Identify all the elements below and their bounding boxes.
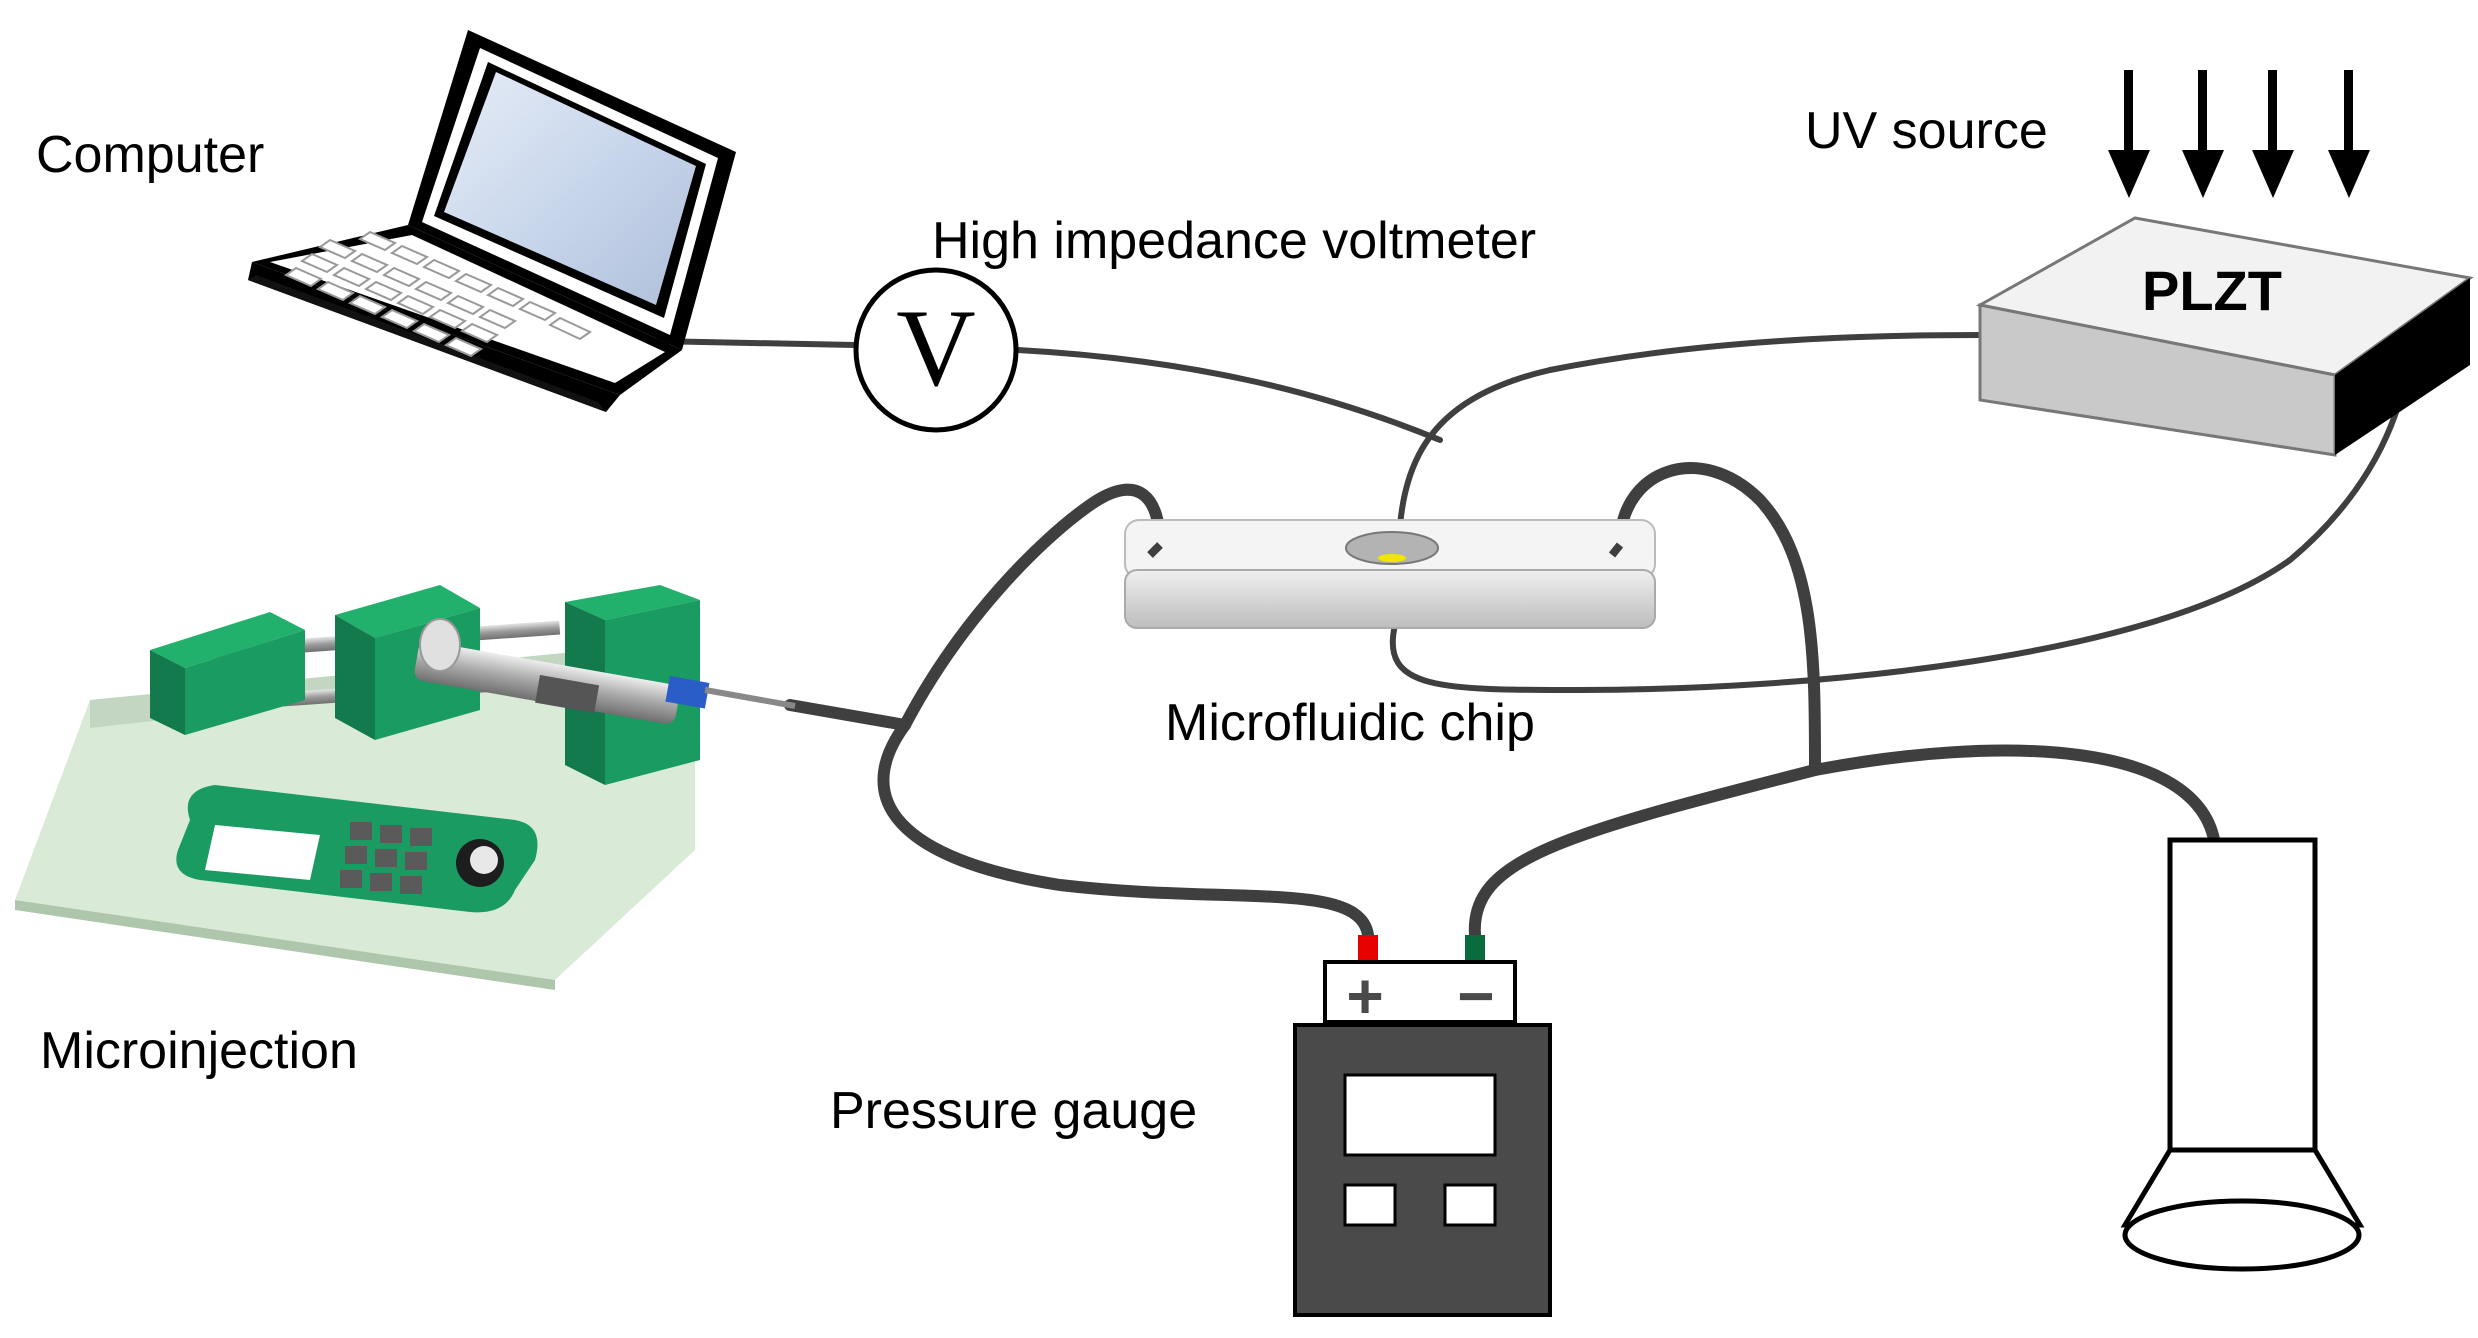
laptop-keyboard [283, 230, 592, 358]
gauge-minus-terminal [1465, 935, 1485, 965]
pump-knob-icon [456, 839, 504, 887]
pressure-gauge-icon: + − [1293, 935, 1552, 1317]
voltmeter-label: High impedance voltmeter [932, 212, 1536, 270]
down-arrow-icon [2252, 70, 2294, 198]
wire-chip-plzt-top [1395, 332, 1983, 563]
microinjection-label: Microinjection [40, 1022, 358, 1080]
chip-label: Microfluidic chip [1165, 694, 1535, 752]
uv-arrows [2108, 70, 2370, 198]
down-arrow-icon [2108, 70, 2150, 198]
plzt-label: PLZT [2142, 259, 2282, 322]
gauge-minus-sign: − [1457, 960, 1494, 1032]
voltmeter-symbol: V [896, 287, 975, 409]
gauge-plus-sign: + [1346, 960, 1383, 1032]
gauge-display [1343, 1073, 1497, 1157]
gauge-label: Pressure gauge [830, 1082, 1197, 1140]
gauge-button-right [1443, 1183, 1497, 1227]
computer-label: Computer [36, 126, 264, 184]
tube-junction-gauge-plus [877, 719, 1374, 941]
tube-pump-junction [784, 699, 911, 731]
down-arrow-icon [2182, 70, 2224, 198]
tube-gauge-minus-flask [1468, 744, 2221, 941]
laptop-icon [248, 30, 736, 412]
gauge-button-left [1343, 1183, 1397, 1227]
chip-sample-well [1345, 531, 1439, 565]
pump-display [205, 825, 320, 880]
tube-junction-chip-inlet [899, 483, 1166, 731]
microfluidic-chip [1124, 519, 1656, 629]
sample-spot [1378, 554, 1406, 562]
wires [597, 332, 2413, 941]
syringe-pump-icon [15, 585, 796, 990]
plzt-block: PLZT [1975, 216, 2474, 457]
voltmeter-icon: V [853, 267, 1019, 433]
tube-chip-outlet [1614, 462, 1821, 776]
pump-keypad [340, 822, 432, 894]
uv-source-label: UV source [1805, 102, 2048, 160]
flask-icon [2120, 837, 2365, 1272]
wire-chip-plzt-bottom [1389, 347, 2413, 693]
wire-voltmeter-chip [1015, 347, 1443, 443]
gauge-plus-terminal [1358, 935, 1378, 965]
down-arrow-icon [2328, 70, 2370, 198]
